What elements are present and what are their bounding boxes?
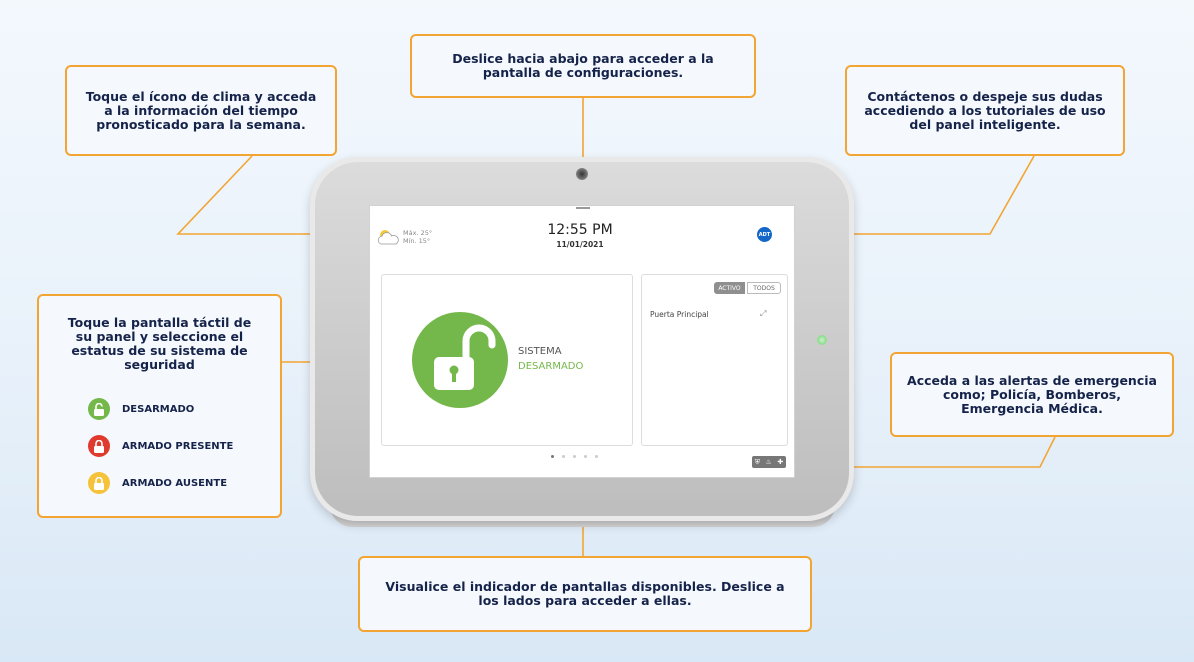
page-dot[interactable]	[595, 455, 598, 458]
panel-date: 11/01/2021	[556, 240, 604, 249]
sun-cloud-icon[interactable]	[376, 228, 400, 246]
unlocked-padlock-icon	[88, 398, 110, 420]
adt-logo[interactable]: ADT	[757, 227, 772, 242]
panel-time: 12:55 PM	[547, 222, 613, 238]
status-label: SISTEMA	[518, 346, 562, 357]
page-dot[interactable]	[551, 455, 554, 458]
weather-temperatures[interactable]: Máx. 25° Mín. 15°	[403, 229, 433, 245]
legend-item-armed-away: ARMADO AUSENTE	[88, 472, 227, 494]
locked-padlock-icon	[88, 472, 110, 494]
callout-weather: Toque el ícono de clima y acceda a la in…	[65, 65, 337, 156]
tab-active[interactable]: ACTIVO	[714, 282, 745, 294]
callout-contact: Contáctenos o despeje sus dudas accedien…	[845, 65, 1125, 156]
tab-all[interactable]: TODOS	[747, 282, 781, 294]
sensors-card	[641, 274, 788, 446]
locked-padlock-icon	[88, 435, 110, 457]
page-dot[interactable]	[562, 455, 565, 458]
medical-cross-icon: ✚	[777, 458, 784, 466]
legend-item-armed-home: ARMADO PRESENTE	[88, 435, 233, 457]
screen-page-indicator[interactable]	[551, 455, 621, 461]
callout-screen-indicator: Visualice el indicador de pantallas disp…	[358, 556, 812, 632]
sensor-name: Puerta Principal	[650, 310, 709, 319]
status-led	[817, 335, 827, 345]
callout-touch-status: Toque la pantalla táctil de su panel y s…	[37, 294, 282, 518]
legend-item-disarmed: DESARMADO	[88, 398, 194, 420]
callout-emergency: Acceda a las alertas de emergencia como;…	[890, 352, 1174, 437]
pull-down-handle[interactable]	[576, 207, 590, 209]
unlocked-padlock-icon[interactable]	[412, 312, 508, 408]
emergency-button[interactable]: ⛨ ♨ ✚	[752, 456, 786, 468]
door-sensor-icon: ⤢	[760, 309, 767, 318]
fire-icon: ♨	[765, 458, 772, 466]
camera-icon	[576, 168, 588, 180]
page-dot[interactable]	[584, 455, 587, 458]
police-shield-icon: ⛨	[754, 457, 761, 466]
status-value: DESARMADO	[518, 361, 584, 372]
page-dot[interactable]	[573, 455, 576, 458]
callout-settings: Deslice hacia abajo para acceder a la pa…	[410, 34, 756, 98]
